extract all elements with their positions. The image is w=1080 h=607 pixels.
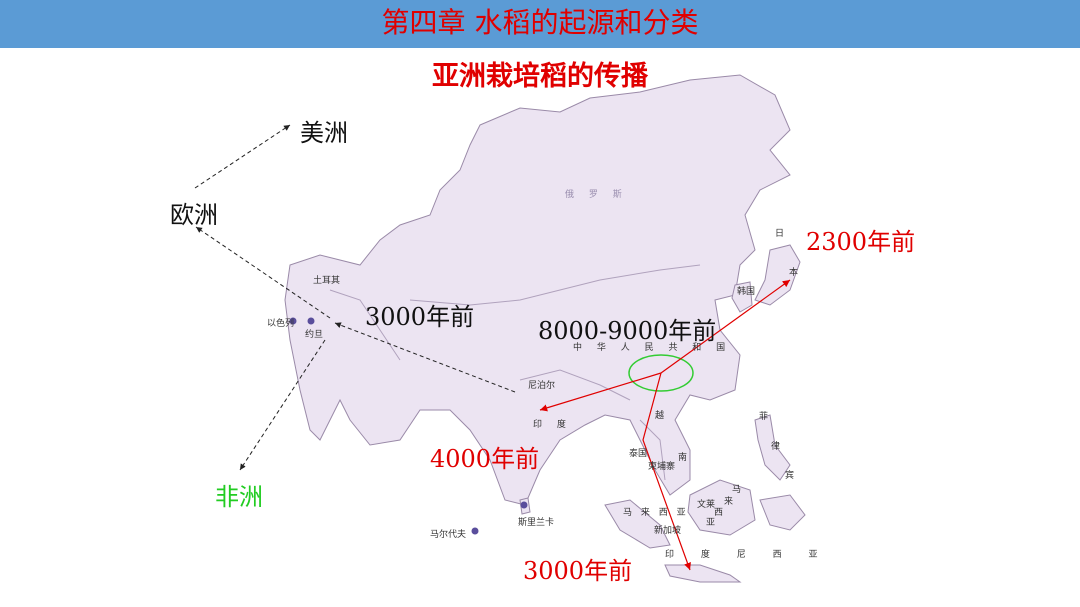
map-label-malay3: 来 — [724, 497, 734, 507]
map-label-russia: 俄 罗 斯 — [565, 190, 628, 200]
origin-ellipse — [628, 354, 694, 392]
java-landmass — [664, 564, 742, 583]
map-label-nepal: 尼泊尔 — [528, 381, 556, 391]
map-label-korea: 韩国 — [737, 287, 756, 297]
map-label-laos: 南 — [678, 453, 688, 463]
arrow-westasia-to-africa — [239, 339, 326, 471]
map-label-china: 中 华 人 民 共 和 国 — [573, 343, 732, 353]
map-label-india: 印 度 — [533, 420, 572, 430]
label-west-3000: 3000年前 — [365, 303, 475, 331]
map-label-brunei: 文莱 — [697, 500, 716, 510]
arrow-to-indonesia — [642, 372, 691, 571]
label-africa: 非洲 — [215, 483, 263, 511]
map-label-philippines3: 宾 — [785, 471, 795, 481]
sumatra-landmass — [604, 499, 671, 549]
map-label-turkey: 土耳其 — [313, 276, 341, 286]
map-label-malay5: 亚 — [706, 518, 716, 528]
label-america: 美洲 — [300, 119, 348, 147]
map-label-singapore: 新加坡 — [654, 526, 682, 536]
map-label-philippines2: 律 — [771, 442, 781, 452]
map-label-philippines1: 菲 — [759, 412, 769, 422]
page-title: 第四章 水稻的起源和分类 — [381, 6, 699, 39]
map-label-malay2: 马 — [732, 485, 742, 495]
map-label-malay4: 西 — [714, 508, 724, 518]
arrow-to-japan — [660, 279, 791, 374]
label-india-4000: 4000年前 — [430, 445, 540, 473]
philippines-landmass — [754, 414, 791, 481]
korea-landmass — [731, 281, 753, 313]
map-label-israel: 以色列 — [267, 319, 295, 329]
map-label-maldives: 马尔代夫 — [430, 530, 467, 540]
map-label-cambodia: 柬埔寨 — [648, 462, 676, 472]
label-indonesia-3000: 3000年前 — [523, 557, 633, 585]
map-label-indonesia: 印 度 尼 西 亚 — [665, 550, 830, 560]
arrow-westasia-to-europe — [195, 226, 331, 319]
label-origin: 8000-9000年前 — [538, 317, 717, 345]
map-subtitle: 亚洲栽培稻的传播 — [432, 61, 648, 92]
borneo-landmass — [687, 479, 756, 536]
label-europe: 欧洲 — [170, 201, 218, 229]
map-label-jordan: 约旦 — [305, 330, 324, 340]
label-japan-2300: 2300年前 — [806, 228, 916, 256]
arrow-europe-to-america — [194, 124, 291, 189]
map-label-japan2: 本 — [789, 268, 799, 278]
header-bar — [0, 0, 1080, 48]
map-label-malaysia: 马 来 西 亚 — [623, 508, 689, 518]
japan-landmass — [754, 244, 801, 306]
map-label-vietnam: 越 — [655, 411, 665, 421]
map-label-japan1: 日 — [775, 229, 785, 239]
asia-landmass — [284, 74, 791, 506]
map-label-thailand: 泰国 — [629, 449, 648, 459]
map-label-srilanka: 斯里兰卡 — [518, 518, 555, 528]
sulawesi-landmass — [759, 494, 806, 531]
arrow-to-india — [539, 372, 662, 412]
